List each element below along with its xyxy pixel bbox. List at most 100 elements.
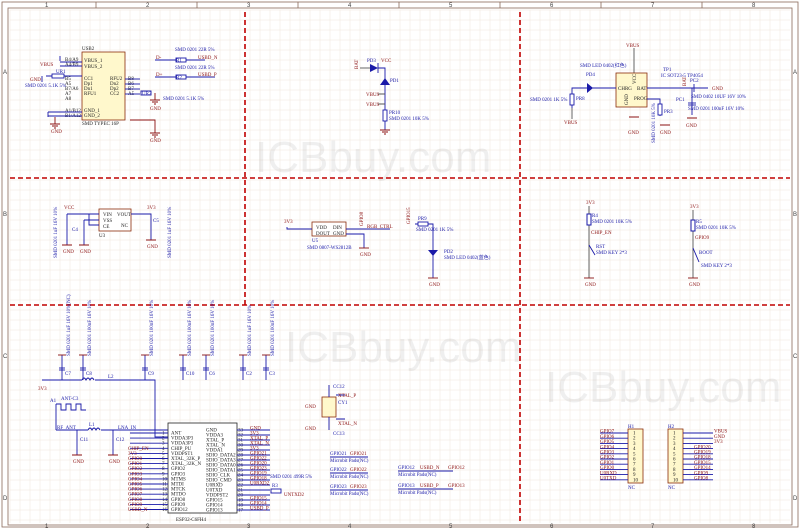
led-pd4 (587, 83, 593, 93)
header-net: GPIO5 (600, 440, 615, 445)
esp32-pin-name: GPIO13 (206, 509, 223, 514)
header-net: GPIO19 (694, 451, 711, 456)
usb-pin-name: Dp1 (84, 82, 93, 87)
pad-pin: GPIO22 (330, 468, 347, 473)
header-pin-number: 5 (633, 452, 636, 457)
row-label: A (793, 70, 797, 76)
cc12-ref: CC12 (333, 385, 345, 390)
row-label: A (3, 70, 7, 76)
ur1-ref: UR1 (56, 70, 66, 75)
net-gnd: GND (360, 253, 371, 258)
pad-label: Microbit Pads(NC) (398, 473, 437, 478)
resistor-r1 (175, 57, 187, 63)
switch-rst[interactable] (588, 244, 596, 256)
esp32-pin-number: 21 (238, 489, 244, 494)
antenna-value: ANT-C3 (61, 397, 79, 402)
r4-ref: R4 (592, 214, 598, 219)
esp32-pin-name: GPIO8 (171, 498, 186, 503)
pin-vdd: VDD (316, 226, 327, 231)
usb-part: SMD TYPEC 16P (82, 122, 119, 127)
rst-value: SMD KEY 2*3 (596, 251, 627, 256)
esp32-pin-name: GND (206, 429, 217, 434)
header-net: U0RXD (600, 471, 617, 476)
c4-value: SMD 0201 1uF 16V 10% (54, 207, 59, 258)
pin-header-h2 (667, 428, 684, 484)
power-select-block: BAT PD3 VCC PD1 VBUS VBUS PR10 SMD 0201 … (355, 59, 429, 135)
esp32-pin-name: XTAL_P (206, 439, 224, 444)
cap-ref: C10 (186, 372, 195, 377)
r1-ref: R1 (176, 59, 182, 64)
header-net: GPIO7 (600, 430, 615, 435)
esp32-net-label: GPIO4 (128, 477, 143, 482)
esp32-pin-name: MTMS (171, 477, 186, 482)
c5-ref: C5 (153, 219, 159, 224)
net-gnd: GND (712, 87, 723, 92)
header-net: GPIO4 (600, 445, 615, 450)
pin-vcc: VCC (633, 73, 638, 84)
r2-ref: R2 (176, 76, 182, 81)
esp32-net-label: GPIO0 (128, 457, 143, 462)
esp32-pin-number: 14 (162, 498, 168, 503)
esp32-block: ANT1VDDA3P32VDDA3P33CHIP_PU4CHIP_ENVDDPS… (128, 422, 312, 523)
pin-ce: CE (103, 225, 109, 230)
esp32-pin-number: 26 (238, 464, 244, 469)
crystal-block: CC12 CC13 CY1 XTAL_P XTAL_N GND GND (305, 385, 357, 437)
pad-label: Microbit Pads(NC) (330, 475, 369, 480)
header-pin-number: 7 (633, 463, 636, 468)
esp32-pin-name: XTAL_N (206, 444, 225, 449)
header-pin-number: 1 (633, 432, 636, 437)
column-label: 2 (146, 524, 150, 529)
esp32-net-label: GPIO14 (250, 502, 267, 507)
usb-pin-name: CC1 (84, 77, 94, 82)
pr8-value: SMD 0201 1K 5% (530, 98, 567, 103)
switch-boot[interactable] (692, 247, 700, 263)
column-label: 7 (651, 3, 655, 9)
usb-pin-number: B7 (128, 87, 134, 92)
net-vbus: VBUS (366, 93, 380, 98)
usb-pin-number: B7/A6 (65, 87, 79, 92)
esp32-pin-number: 13 (162, 493, 168, 498)
esp32-pin-number: 27 (238, 459, 244, 464)
net-gnd: GND (429, 283, 440, 288)
ur2-value: SMD 0201 5.1K 5% (163, 97, 204, 102)
esp32-net-label: U0RXD2 (250, 482, 270, 487)
cc13-ref: CC13 (333, 432, 345, 437)
column-label: 4 (348, 3, 352, 9)
esp32-pin-number: 5 (162, 452, 165, 457)
cap-value: SMD 0201 100nF 16V 10% (271, 300, 276, 356)
esp32-pin-name: VDDPST2 (206, 494, 228, 499)
header-net: U0TXD (600, 477, 617, 482)
net-gnd: GND (689, 283, 700, 288)
charger-block: VBUS CHRG VCC BAT GND PROG TP1 IC SOT23-… (530, 44, 746, 143)
r2-value: SMD 0201 22R 5% (175, 66, 215, 71)
pc2-value: SMD 0402 10UF 16V 10% (691, 95, 746, 100)
usb-pin-name: GND_1 (84, 109, 100, 114)
esp32-net-label: GPIO18 (250, 477, 267, 482)
header-pin-number: 5 (673, 452, 676, 457)
pr3-value: SMD 0201 10K 5% (652, 103, 657, 143)
net-gnd: GND (628, 131, 639, 136)
resistor-r2 (175, 74, 187, 80)
esp32-pin-number: 15 (162, 503, 168, 508)
usb-pin-number: B8 (128, 77, 134, 82)
pad-net: GPIO22 (350, 468, 367, 473)
esp32-pin-name: MTDO (171, 493, 186, 498)
row-label: D (793, 496, 798, 502)
ur1-value: SMD 0201 5.1K 5% (25, 84, 66, 89)
header-pin-number: 3 (633, 442, 636, 447)
pin-gnd: GND (625, 94, 630, 105)
cap-value: SMD 0201 100nF 16V 10% (188, 300, 193, 356)
header-net: GPIO14 (694, 466, 711, 471)
net-gnd: GND (305, 427, 316, 432)
net-gnd: GND (63, 250, 74, 255)
esp32-pin-number: 33 (238, 429, 244, 434)
esp32-net-label: USBD_P (250, 507, 269, 512)
ur2-ref: UR2 (142, 92, 152, 97)
net-usbd-n: USBD_N (198, 56, 218, 61)
column-label: 1 (45, 524, 49, 529)
esp32-pin-number: 8 (162, 467, 165, 472)
l1-ref: L1 (89, 423, 95, 428)
net-gnd: GND (150, 107, 161, 112)
header-net: GPIO20 (694, 445, 711, 450)
esp32-net-label: XTAL_N (250, 442, 269, 447)
